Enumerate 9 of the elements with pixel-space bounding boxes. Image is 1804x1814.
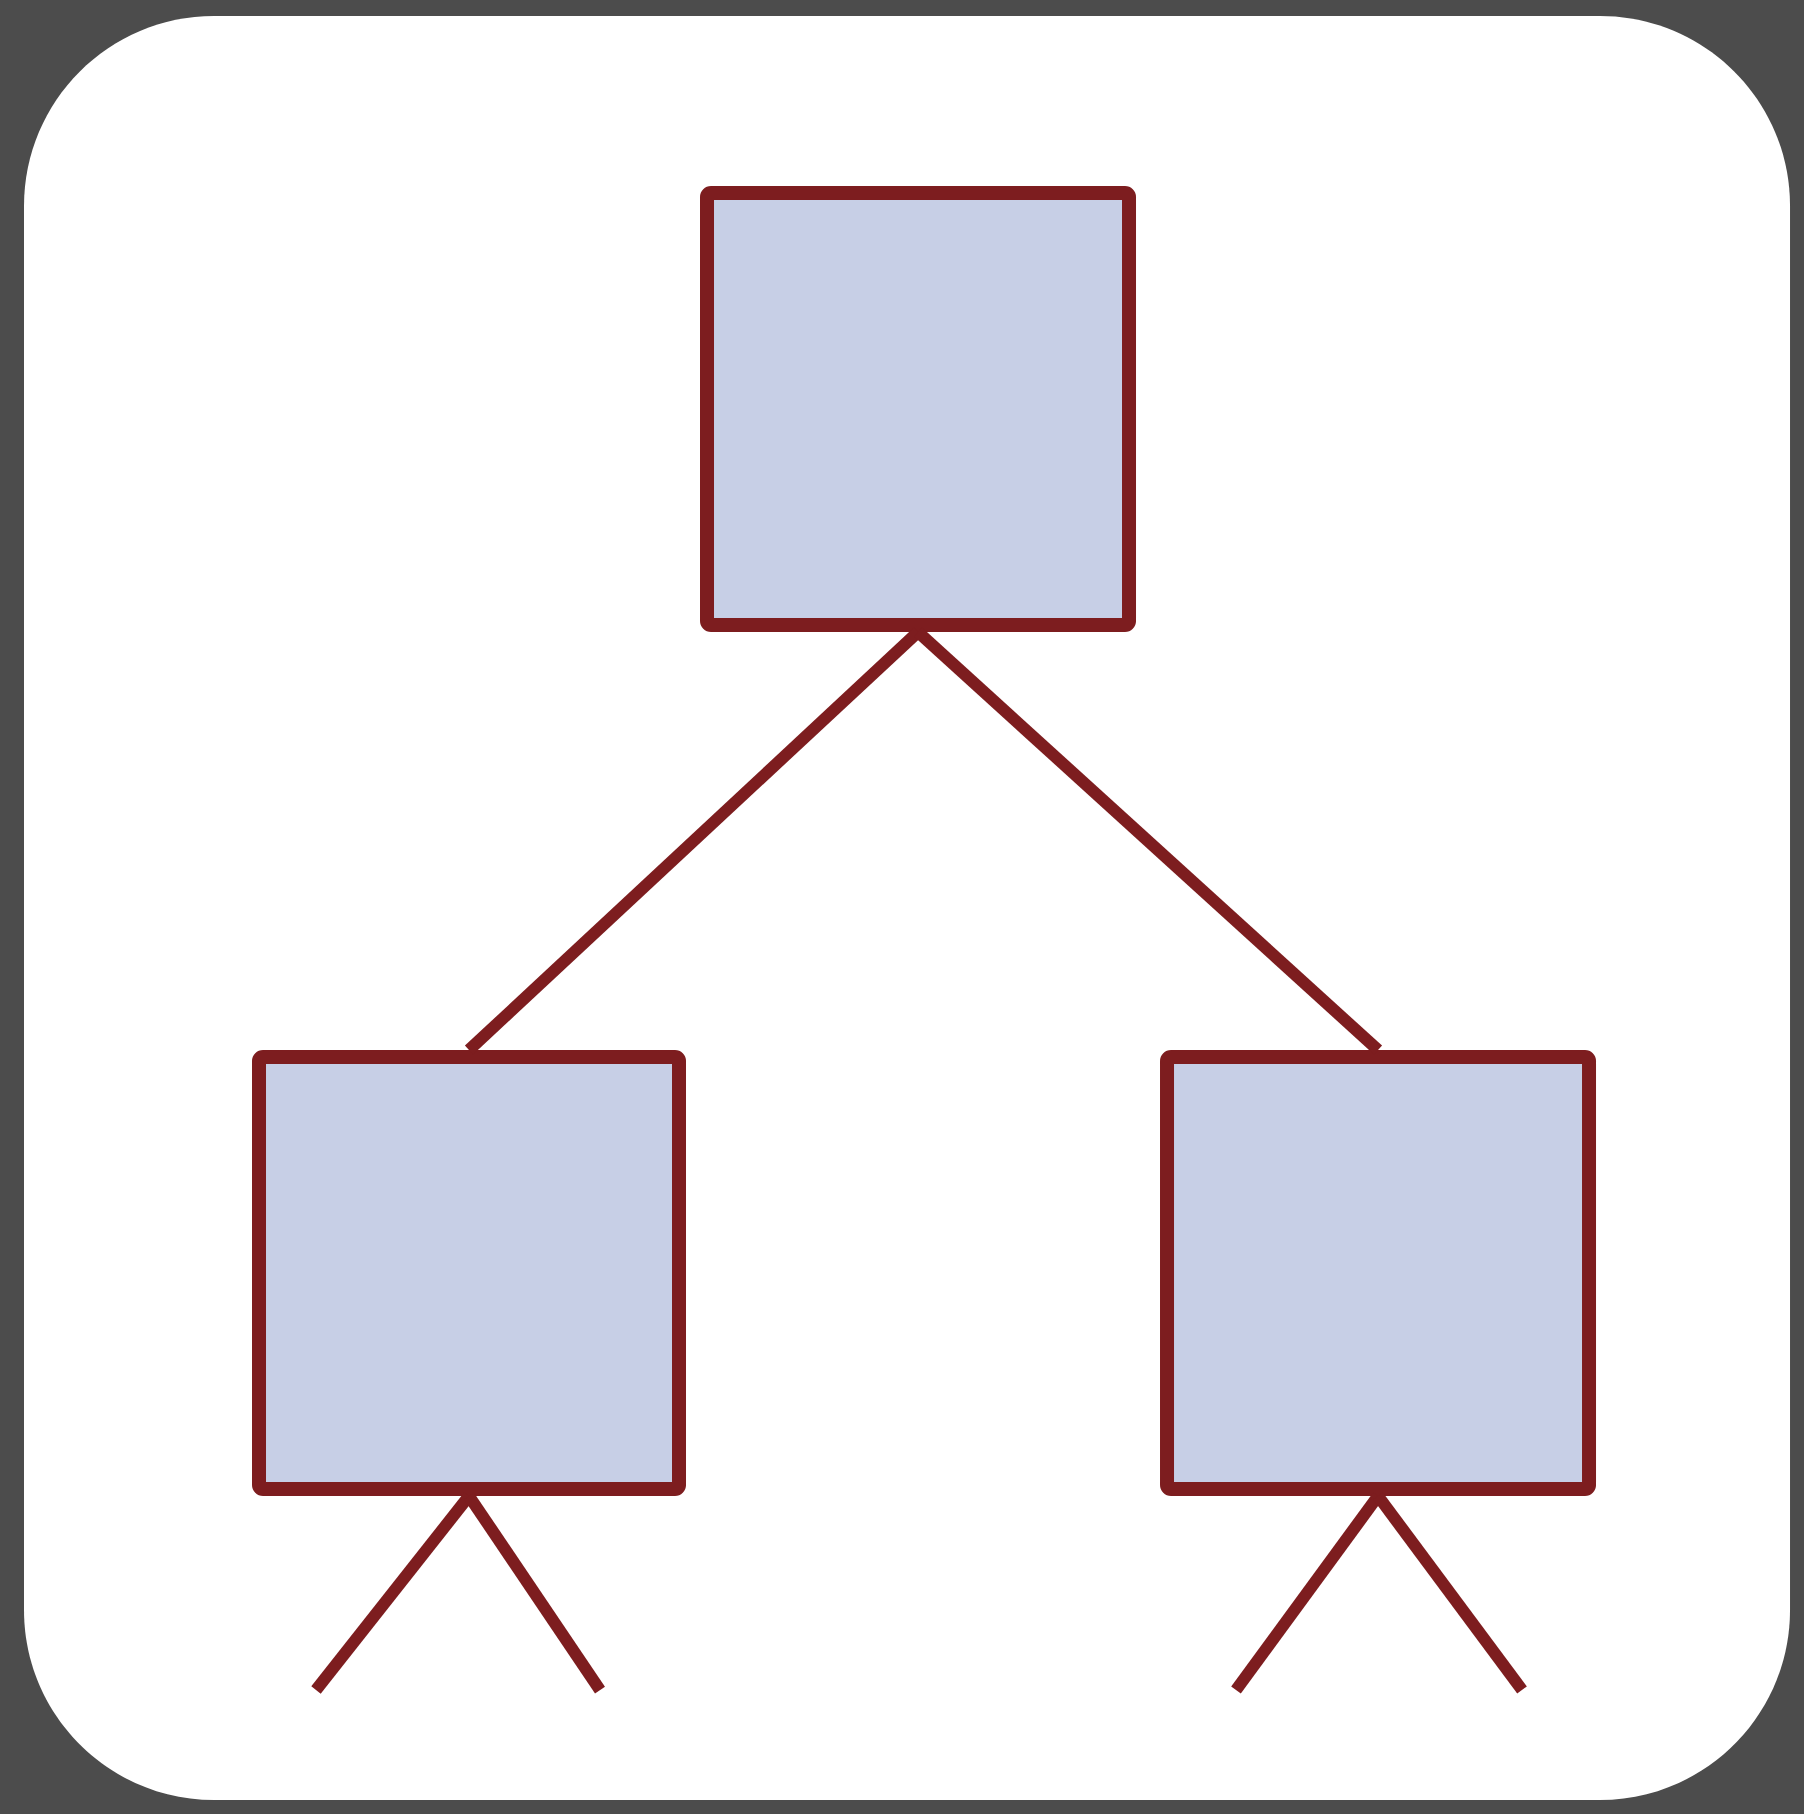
- line: [1373, 1492, 1527, 1694]
- line: [464, 627, 923, 1055]
- line: [311, 1492, 474, 1694]
- line: [464, 1492, 605, 1694]
- line: [914, 627, 1383, 1055]
- box: [252, 1050, 686, 1496]
- box: [1160, 1050, 1596, 1496]
- box: [700, 186, 1136, 632]
- line: [1231, 1492, 1383, 1694]
